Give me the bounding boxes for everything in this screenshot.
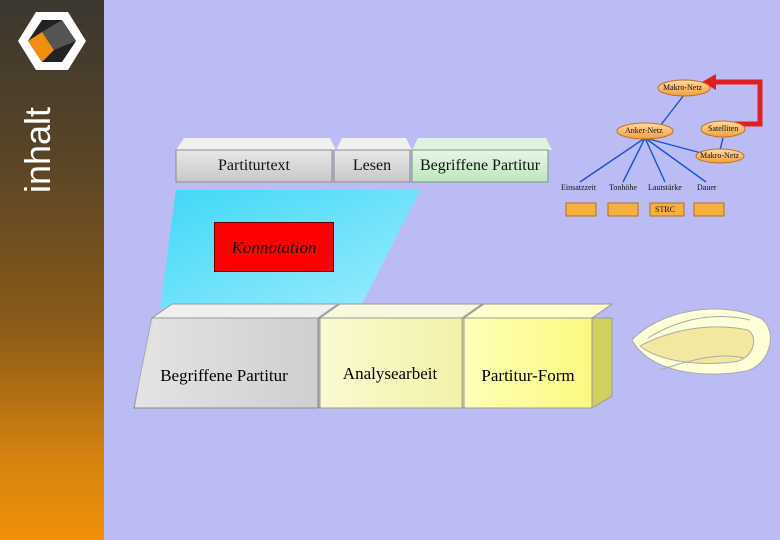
node-satellit-label: Satelliten (708, 124, 739, 133)
node-anker-label: Anker-Netz (625, 126, 663, 135)
feedback-arrow (714, 79, 763, 127)
box-analysearbeit-bg (319, 317, 463, 409)
tab-begriffene-partitur[interactable]: Begriffene Partitur (419, 157, 541, 174)
konnotation-callout: Konnotation (214, 222, 334, 272)
konnotation-label: Konnotation (231, 238, 317, 257)
tab-partiturtext-bg (175, 149, 333, 183)
tab-lesen[interactable]: Lesen (352, 157, 392, 174)
box-partitur-form[interactable]: Partitur-Form (481, 366, 575, 385)
node-anker (616, 122, 674, 140)
box-analysearbeit[interactable]: Analysearbeit (342, 364, 438, 383)
node-makro2 (695, 148, 745, 164)
node-root (657, 79, 711, 97)
strc-label: STRC (655, 205, 676, 214)
leaf-einsatzzeit: Einsatzzeit (561, 183, 597, 192)
logo-icon (18, 12, 86, 70)
leaf-tonhoehe: Tonhöhe (609, 183, 637, 192)
tab-partiturtext[interactable]: Partiturtext (218, 157, 290, 174)
box-partiturform-bg (463, 317, 593, 409)
leaf-dauer: Dauer (697, 183, 717, 192)
leaf-lautstaerke: Lautstärke (648, 183, 682, 192)
node-satellit (700, 120, 746, 138)
node-root-label: Makro-Netz (663, 83, 703, 92)
node-makro2-label: Makro-Netz (700, 151, 740, 160)
tab-lesen-bg (333, 149, 411, 183)
ribbon-shape (631, 308, 771, 375)
tab-begriffene-bg (411, 149, 549, 183)
sidebar: inhalt (0, 0, 104, 540)
box-begriffene-partitur[interactable]: Begriffene Partitur (160, 366, 288, 385)
